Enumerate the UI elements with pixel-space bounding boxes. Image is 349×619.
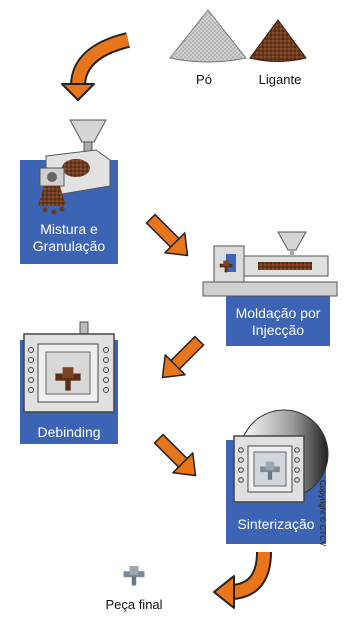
curved-arrow-icon — [61, 32, 131, 101]
sintering-step-label: Sinterização — [226, 516, 326, 533]
final-part-label: Peça final — [105, 597, 163, 612]
molding-step-label: Moldação por Injecção — [226, 305, 330, 339]
molding-label-line1: Moldação por — [235, 305, 321, 321]
diagonal-arrow-icon — [145, 213, 189, 257]
mixing-label-line1: Mistura e — [40, 221, 98, 237]
debinding-oven-icon — [23, 321, 115, 413]
mixing-step-label: Mistura e Granulação — [20, 221, 118, 255]
sintering-label-line1: Sinterização — [237, 516, 315, 532]
injection-machine-icon — [202, 231, 338, 297]
debinding-label-line1: Debinding — [37, 424, 101, 440]
diagonal-arrow-icon — [153, 433, 197, 477]
curved-arrow-icon — [213, 551, 272, 609]
binder-label: Ligante — [258, 72, 302, 87]
mixing-label-line2: Granulação — [32, 238, 106, 254]
mixer-machine-icon — [38, 119, 111, 215]
debinding-step-label: Debinding — [20, 424, 118, 441]
copyright-text: Copyright © CTCV — [318, 480, 327, 547]
powder-label: Pó — [196, 72, 212, 87]
molding-label-line2: Injecção — [251, 322, 305, 338]
binder-cone-icon — [249, 19, 307, 62]
molding-step-box — [226, 296, 330, 346]
powder-cone-icon — [169, 9, 247, 63]
sintering-furnace-icon — [233, 409, 329, 503]
diagonal-arrow-icon — [161, 335, 205, 379]
final-part-icon — [123, 566, 145, 586]
